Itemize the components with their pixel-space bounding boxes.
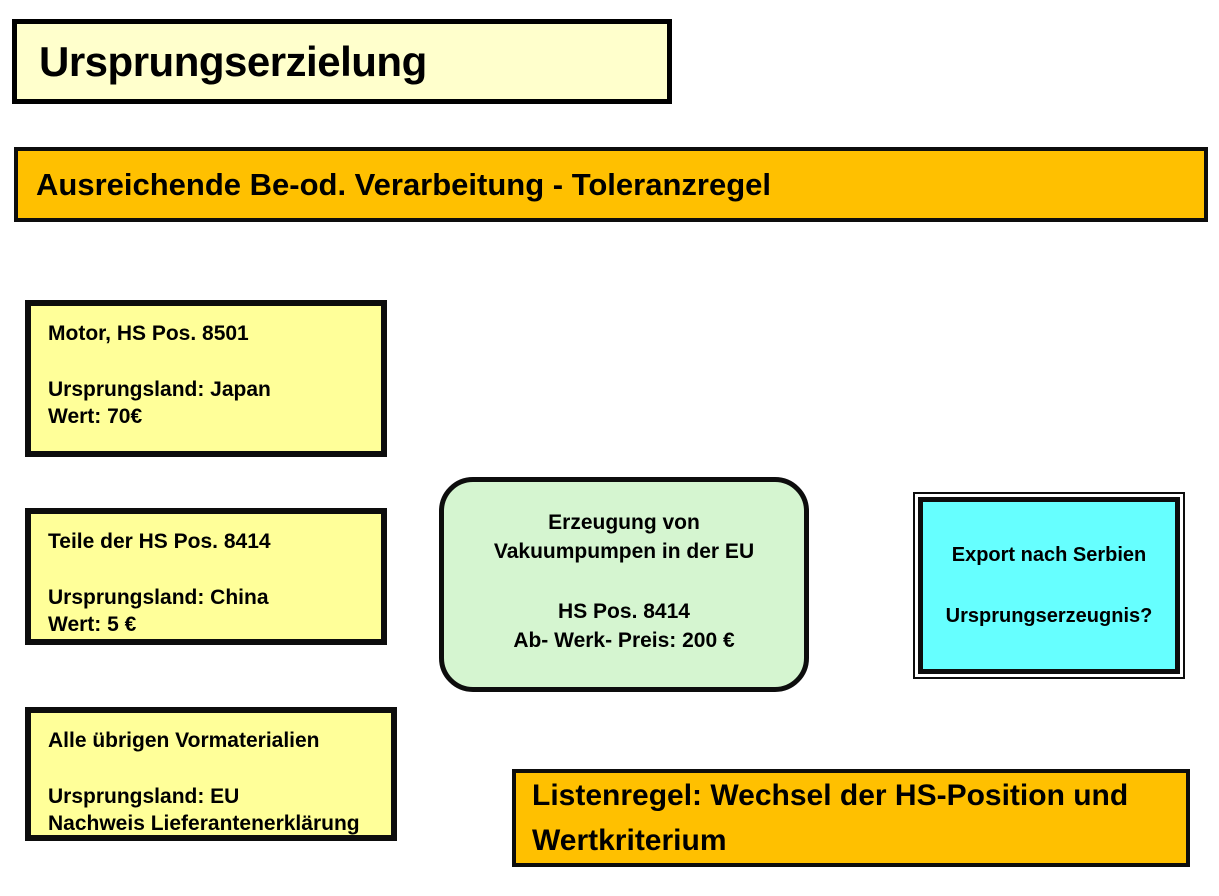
material-value: Wert: 70€ [48, 405, 143, 429]
material-box-motor: Motor, HS Pos. 8501 Ursprungsland: Japan… [25, 300, 387, 457]
banner-list-rule-label: Listenregel: Wechsel der HS-Position und… [532, 779, 1129, 857]
material-value: Nachweis Lieferantenerklärung [48, 812, 360, 836]
export-box: Export nach Serbien Ursprungserzeugnis? [918, 497, 1180, 674]
banner-list-rule: Listenregel: Wechsel der HS-Position und… [512, 769, 1190, 867]
export-origin-question: Ursprungserzeugnis? [945, 604, 1153, 627]
material-title: Teile der HS Pos. 8414 [48, 530, 271, 553]
material-origin: Ursprungsland: EU [48, 784, 240, 808]
banner-sufficient-processing-label: Ausreichende Be-od. Verarbeitung - Toler… [36, 166, 771, 202]
process-line: HS Pos. 8414 [558, 599, 690, 623]
title-box: Ursprungserzielung [12, 19, 672, 104]
material-title: Motor, HS Pos. 8501 [48, 322, 249, 345]
export-destination: Export nach Serbien [951, 543, 1147, 566]
process-box-production: Erzeugung von Vakuumpumpen in der EU HS … [439, 477, 809, 692]
process-line: Vakuumpumpen in der EU [493, 540, 755, 564]
page-title: Ursprungserzielung [39, 37, 427, 85]
material-origin: Ursprungsland: China [48, 585, 269, 609]
material-box-other-materials: Alle übrigen Vormaterialien Ursprungslan… [25, 707, 397, 841]
export-box-frame: Export nach Serbien Ursprungserzeugnis? [913, 492, 1185, 679]
material-title: Alle übrigen Vormaterialien [48, 729, 320, 752]
material-origin: Ursprungsland: Japan [48, 377, 271, 401]
process-line: Ab- Werk- Preis: 200 € [513, 629, 735, 653]
material-box-parts: Teile der HS Pos. 8414 Ursprungsland: Ch… [25, 508, 387, 645]
banner-sufficient-processing: Ausreichende Be-od. Verarbeitung - Toler… [14, 147, 1208, 222]
process-line: Erzeugung von [548, 511, 700, 534]
material-value: Wert: 5 € [48, 613, 137, 637]
